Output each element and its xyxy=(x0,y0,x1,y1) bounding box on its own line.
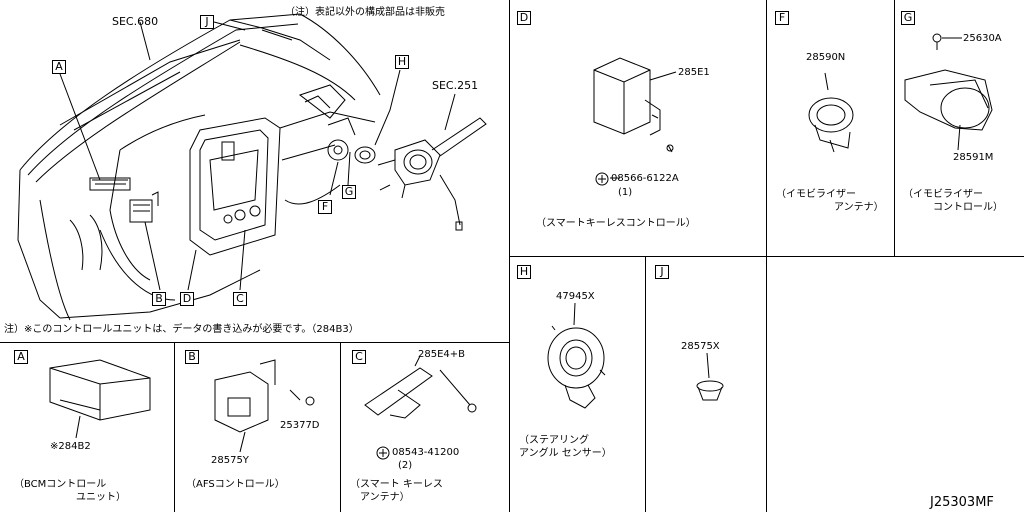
panel-f-caption1: （イモビライザー xyxy=(776,189,856,200)
panel-f-letter: F xyxy=(775,11,789,25)
panel-d-part-285e1: 285E1 xyxy=(678,67,710,78)
panel-g-caption2: コントロール） xyxy=(933,202,1003,213)
divider-top-left-horizontal xyxy=(0,342,509,343)
panel-f-caption2: アンテナ） xyxy=(834,202,884,213)
mid-note: 注）※このコントロールユニットは、データの書き込みが必要です。（284B3） xyxy=(4,324,359,335)
panel-f-part: 28590N xyxy=(806,52,846,63)
divider-bc xyxy=(340,342,341,512)
panel-c-part-antenna: 285E4+B xyxy=(418,349,466,360)
panel-a-caption2: ユニット） xyxy=(76,492,126,503)
panel-b-caption: （AFSコントロール） xyxy=(186,479,285,490)
divider-hj xyxy=(645,256,646,512)
panel-h-letter: H xyxy=(517,265,531,279)
panel-h-caption1: （ステアリング xyxy=(519,435,589,446)
panel-c-caption2: アンテナ） xyxy=(360,492,410,503)
top-note: （注）表記以外の構成部品は非販売 xyxy=(285,7,445,18)
divider-ab xyxy=(174,342,175,512)
dashboard-illustration xyxy=(17,13,487,321)
panel-j-part: 28575X xyxy=(681,341,720,352)
panel-c-qty: (2) xyxy=(398,460,413,471)
callout-g: G xyxy=(342,185,356,199)
panel-c-letter: C xyxy=(352,350,366,364)
drawing-id: J25303MF xyxy=(930,495,994,510)
panel-a-part: ※284B2 xyxy=(50,441,91,452)
callout-a: A xyxy=(52,60,66,74)
panel-g-part-control: 28591M xyxy=(953,152,994,163)
callout-d: D xyxy=(180,292,194,306)
panel-c-caption1: （スマート キーレス xyxy=(350,479,443,490)
panel-a-letter: A xyxy=(14,350,28,364)
panel-d-caption: （スマートキーレスコントロール） xyxy=(536,218,696,229)
callout-c: C xyxy=(233,292,247,306)
divider-fg xyxy=(894,0,895,256)
panel-g-letter: G xyxy=(901,11,915,25)
panel-d-part-screw: 08566-6122A xyxy=(611,173,679,184)
panel-d-letter: D xyxy=(517,11,531,25)
callout-j: J xyxy=(200,15,214,29)
panel-h-part: 47945X xyxy=(556,291,595,302)
sec680-label: SEC.680 xyxy=(112,15,159,28)
panel-d-qty: (1) xyxy=(618,187,633,198)
panel-g-part-bolt: 25630A xyxy=(963,33,1002,44)
sec251-label: SEC.251 xyxy=(432,79,479,92)
panel-j-letter: J xyxy=(655,265,669,279)
panel-a-caption1: （BCMコントロール xyxy=(14,479,107,490)
divider-df xyxy=(766,0,767,256)
panel-g-caption1: （イモビライザー xyxy=(903,189,983,200)
callout-f: F xyxy=(318,200,332,214)
divider-j-empty xyxy=(766,256,767,512)
callout-b: B xyxy=(152,292,166,306)
panel-h-caption2: アングル センサー） xyxy=(519,448,612,459)
panel-b-letter: B xyxy=(185,350,199,364)
panel-c-part-screw: 08543-41200 xyxy=(392,447,460,458)
panel-b-part-screw: 25377D xyxy=(280,420,320,431)
panel-b-part-unit: 28575Y xyxy=(211,455,249,466)
callout-h: H xyxy=(395,55,409,69)
